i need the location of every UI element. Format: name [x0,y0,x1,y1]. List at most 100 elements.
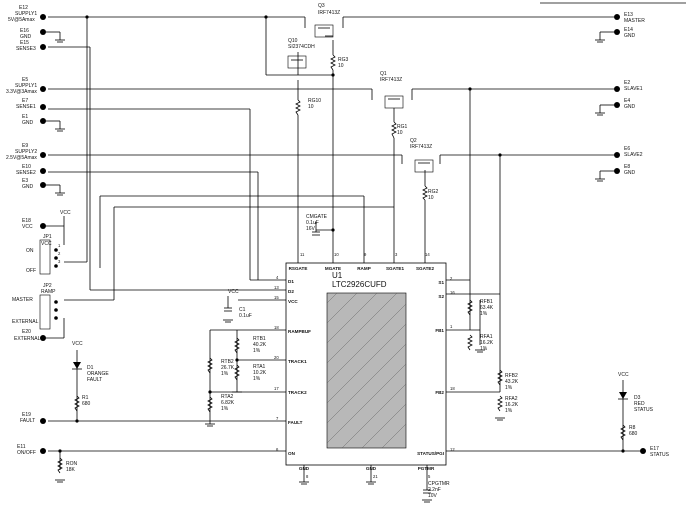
connector-label: SUPPLY1 [15,83,37,89]
component-value: 43.2K [505,379,519,385]
connector-ref: E13 [624,12,633,18]
resistor-rta2: RTA2 6.82K 1% [207,394,235,413]
component-value: 680 [629,431,638,437]
component-voltage: 10V [428,493,438,499]
component-ref: RFB2 [505,373,518,379]
component-tol: 1% [253,348,261,354]
pin-num: 2 [450,276,453,281]
pin-num: 4 [276,275,279,280]
connector-ref: E3 [22,178,28,184]
jumper-option: MASTER [12,297,33,303]
connector-e5[interactable]: E5 SUPPLY1 3.3V@3Amax [6,77,46,95]
connector-ref: E6 [624,146,630,152]
connector-e7[interactable]: E7 SENSE1 [16,98,46,110]
connector-e20[interactable]: E20 EXTERNAL [14,318,65,342]
pin-num: 15 [274,295,279,300]
component-tol: 1% [221,371,229,377]
pin-num: 10 [334,252,339,257]
connector-e8[interactable]: E8 GND [595,164,636,182]
component-value: 2.2nF [428,487,441,493]
connector-ref: E19 [22,412,31,418]
connector-e12[interactable]: E12 SUPPLY1 5V@5Amax [8,5,46,23]
connector-label: GND [624,104,636,110]
component-ref: RFA1 [480,334,493,340]
connector-e14[interactable]: E14 GND [595,27,636,43]
pin-rampbuf: RAMPBUF [288,329,311,334]
connector-value: 3.3V@3Amax [6,89,37,95]
component-value: 16.2K [480,340,494,346]
capacitor-cpgtmr: CPGTMR 2.2nF 10V [423,481,450,499]
vcc-label: VCC [72,341,83,347]
connector-label: SLAVE2 [624,152,643,158]
led-color: ORANGE [87,371,109,377]
resistor-rtb2: RTB2 26.7K 1% [207,357,235,377]
pin-mgate: MGATE [325,266,341,271]
resistor-rfb2: RFB2 43.2K 1% [497,369,519,391]
component-ref: D3 [634,395,641,401]
connector-e11[interactable]: E11 ON/OFF [17,444,46,456]
pin-fb2: FB2 [435,390,444,395]
component-value: 10 [397,130,403,136]
component-ref: Q2 [410,138,417,144]
connector-e15[interactable]: E15 SENSE3 [16,40,46,52]
component-voltage: 16V [306,226,316,232]
jumper-jp1[interactable]: JP1 VCC ON OFF 1 2 3 [26,234,61,275]
ground-symbols [55,319,505,503]
connector-e19[interactable]: E19 FAULT [20,412,46,424]
connector-ref: E10 [22,164,31,170]
connector-e3[interactable]: E3 GND [22,178,65,196]
connector-e16[interactable]: E16 GND [20,28,65,43]
pin-num: 20 [274,355,279,360]
pin-num: 14 [425,252,430,257]
vcc-label: VCC [60,210,71,216]
connector-label: SLAVE1 [624,86,643,92]
component-part: IRF7413Z [410,144,432,150]
component-value: 0.1uF [306,220,319,226]
connector-e13[interactable]: E13 MASTER [614,12,645,24]
led-color: RED [634,401,645,407]
vcc-label: VCC [618,372,629,378]
resistor-rg3: RG3 10 [330,54,349,71]
ic-part: LTC2926CUFD [332,280,387,289]
connector-e9[interactable]: E9 SUPPLY2 2.5V@5Amax [6,143,46,161]
wires [48,16,640,490]
connector-e1[interactable]: E1 GND [22,114,65,132]
connector-e10[interactable]: E10 SENSE2 [16,164,46,176]
capacitor-c1: C1 0.1uF [224,307,252,319]
connector-label: SUPPLY2 [15,149,37,155]
mosfet-q1: Q1 IRF7413Z [380,71,404,109]
connector-label: SENSE1 [16,104,36,110]
component-ref: RG1 [397,124,408,130]
connector-e4[interactable]: E4 GND [595,98,636,116]
pin-num: 3 [395,252,398,257]
component-value: 10.2K [253,370,267,376]
component-value: 18K [66,467,76,473]
connector-label: SENSE3 [16,46,36,52]
pin-num: 9 [364,252,367,257]
component-value: 0.1uF [239,313,252,319]
connector-ref: E5 [22,77,28,83]
connector-e18[interactable]: E18 VCC [22,216,65,245]
resistor-rg10: RG10 10 [295,98,321,116]
connector-e6[interactable]: E6 SLAVE2 [614,146,643,158]
connector-ref: E15 [20,40,29,46]
component-ref: RTB1 [253,336,266,342]
connector-e17[interactable]: E17 STATUS [640,446,670,458]
connectors-right: E13 MASTER E14 GND E2 SLAVE1 E4 GND E6 S… [595,12,670,458]
connector-ref: E7 [22,98,28,104]
connector-label: GND [22,184,34,190]
connector-e2[interactable]: E2 SLAVE1 [614,80,643,92]
component-ref: R1 [82,395,89,401]
mosfet-q3: Q3 IRF7413Z [314,3,340,38]
connectors-left: E12 SUPPLY1 5V@5Amax E16 GND E15 SENSE3 … [6,5,65,456]
junction-dots [58,15,625,453]
component-ref: RG2 [428,189,439,195]
resistor-r8: R8 680 [620,424,638,441]
jumper-jp2[interactable]: JP2 RAMP MASTER EXTERNAL [12,283,58,330]
pin-num: 11 [300,252,305,257]
component-tol: 1% [505,385,513,391]
pin-s1: S1 [438,280,444,285]
connector-ref: E11 [17,444,26,450]
resistor-rg1: RG1 10 [391,121,408,139]
pin-num: 6 [276,447,279,452]
